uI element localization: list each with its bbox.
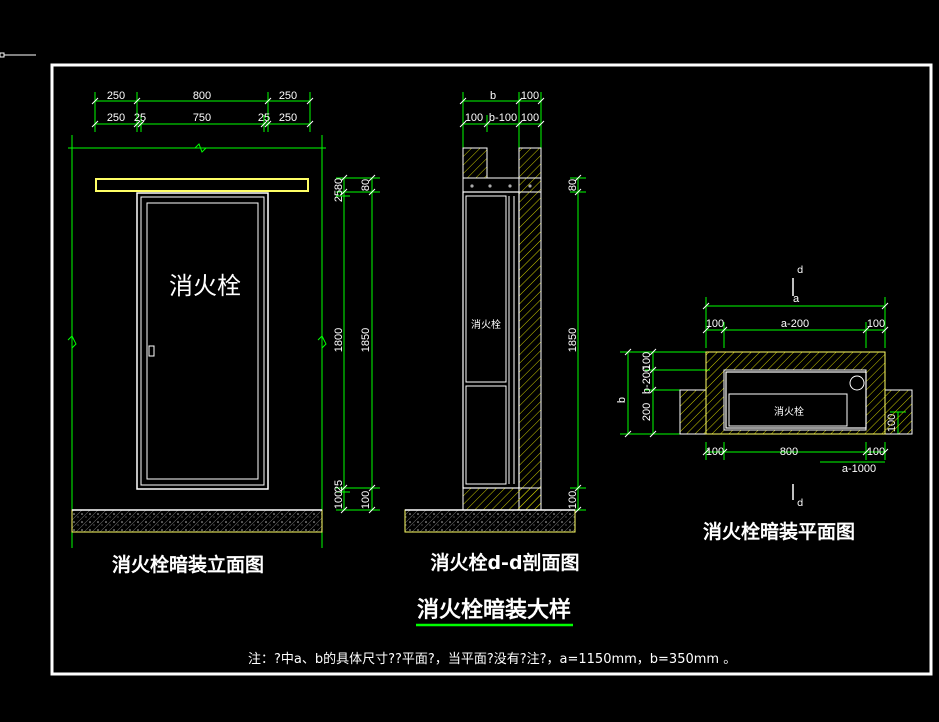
plan-hose-reel [849, 375, 865, 391]
plan-dim-top-1: a-200 [781, 318, 809, 330]
section-cabinet-label: 消火栓 [471, 318, 501, 331]
plan-dim-top-0: 100 [706, 318, 724, 330]
elev-dim-top2-4: 250 [279, 112, 297, 124]
corner-marker [0, 52, 36, 58]
elev-dim-right1-1: 80 [333, 178, 345, 190]
plan-title: 消火栓暗装平面图 [703, 520, 855, 543]
plan-cabinet [725, 371, 867, 429]
sect-dim-top2-0: 100 [465, 112, 483, 124]
sect-dim-right-2: 100 [567, 491, 579, 509]
sect-dim-top1-0: b [490, 90, 496, 102]
door-handle [148, 345, 155, 357]
plan-dim-left-b: b [616, 397, 628, 403]
plan-dim-left-2: 200 [641, 403, 653, 421]
elev-dim-right1-2: 1800 [333, 328, 345, 352]
sect-dim-right-0: 80 [567, 179, 579, 191]
plan-dim-bottom-0: 100 [706, 446, 724, 458]
elev-dim-right1-3: 100 [333, 491, 345, 509]
sect-dim-right-1: 1850 [567, 328, 579, 352]
section-title: 消火栓d-d剖面图 [430, 551, 579, 574]
elev-dim-right1-0: 25 [333, 190, 345, 202]
plan-dim-a-minus-1000: a-1000 [842, 463, 876, 475]
plan-dim-a: a [793, 293, 800, 305]
elev-dim-top1-2: 250 [279, 90, 297, 102]
plan-section-mark-bottom: d [797, 498, 803, 509]
sect-dim-top1-1: 100 [521, 90, 539, 102]
plan-dim-left-1: b-200 [641, 366, 653, 394]
plan-section-mark-top: d [797, 265, 803, 276]
plan-dim-top-2: 100 [867, 318, 885, 330]
elev-dim-top2-0: 250 [107, 112, 125, 124]
plan-view: d d a 100 a-200 100 100 800 100 a-1000 b… [616, 265, 913, 543]
sect-dim-top2-1: b-100 [489, 112, 517, 124]
plan-dim-bottom-1: 800 [780, 446, 798, 458]
elev-dim-top1-1: 800 [193, 90, 211, 102]
drawing-frame [50, 63, 933, 676]
note-text: 注：?中a、b的具体尺寸??平面?，当平面?没有?注?，a=1150mm，b=3… [248, 651, 736, 667]
lintel [95, 178, 309, 192]
sect-dim-top2-2: 100 [521, 112, 539, 124]
elevation-view: 250 800 250 250 25 750 25 250 25 80 1800… [67, 90, 380, 576]
plan-cabinet-label: 消火栓 [774, 405, 804, 418]
section-ground [404, 509, 576, 533]
elev-dim-right2-0: 80 [360, 179, 372, 191]
main-title: 消火栓暗装大样 [417, 597, 571, 623]
plan-dim-bottom-2: 100 [867, 446, 885, 458]
section-view: b 100 100 b-100 100 80 1850 100 消火栓 消火栓d… [404, 90, 586, 574]
elev-dim-top1-0: 250 [107, 90, 125, 102]
cabinet-outer [136, 192, 269, 490]
elevation-cabinet-label: 消火栓 [169, 272, 241, 300]
elev-dim-top2-3: 25 [258, 112, 270, 124]
plan-dim-left-0: 100 [641, 352, 653, 370]
cabinet-door [146, 202, 259, 480]
cabinet-frame [140, 196, 265, 486]
elev-dim-top2-1: 25 [134, 112, 146, 124]
elev-dim-top2-2: 750 [193, 112, 211, 124]
section-cabinet [462, 191, 520, 489]
elev-dim-right2-2: 100 [360, 491, 372, 509]
elev-dim-right2-1: 1850 [360, 328, 372, 352]
elevation-title: 消火栓暗装立面图 [112, 553, 264, 576]
elev-dim-right1-4: 25 [333, 480, 345, 492]
elevation-ground [71, 509, 323, 533]
